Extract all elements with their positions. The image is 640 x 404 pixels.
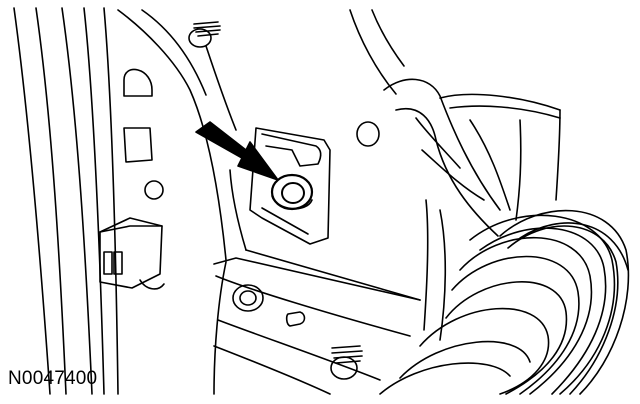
inner-pillar-panel xyxy=(117,9,227,395)
rectangular-slot xyxy=(123,127,153,163)
round-hole-left xyxy=(144,180,164,200)
door-frame-edge-lines xyxy=(13,7,119,395)
figure-id-label: N0047400 xyxy=(8,368,98,389)
pillar-trim-line xyxy=(205,45,237,131)
round-hole-lower xyxy=(232,284,264,312)
lower-body-member xyxy=(213,257,421,395)
mounting-bracket xyxy=(249,127,331,245)
coiled-wire-bundle xyxy=(379,209,630,395)
tab-opening xyxy=(123,68,153,97)
small-slot xyxy=(285,311,306,327)
wiring-connector-clip xyxy=(99,217,165,290)
body-contour-lines xyxy=(229,9,421,301)
pointer-arrow xyxy=(195,121,279,181)
round-hole-right xyxy=(356,121,380,147)
lower-stud-fastener xyxy=(330,345,363,380)
retaining-bolt xyxy=(270,173,314,211)
top-stud-fastener xyxy=(188,21,221,48)
wiring-harness-sleeve xyxy=(383,78,561,341)
